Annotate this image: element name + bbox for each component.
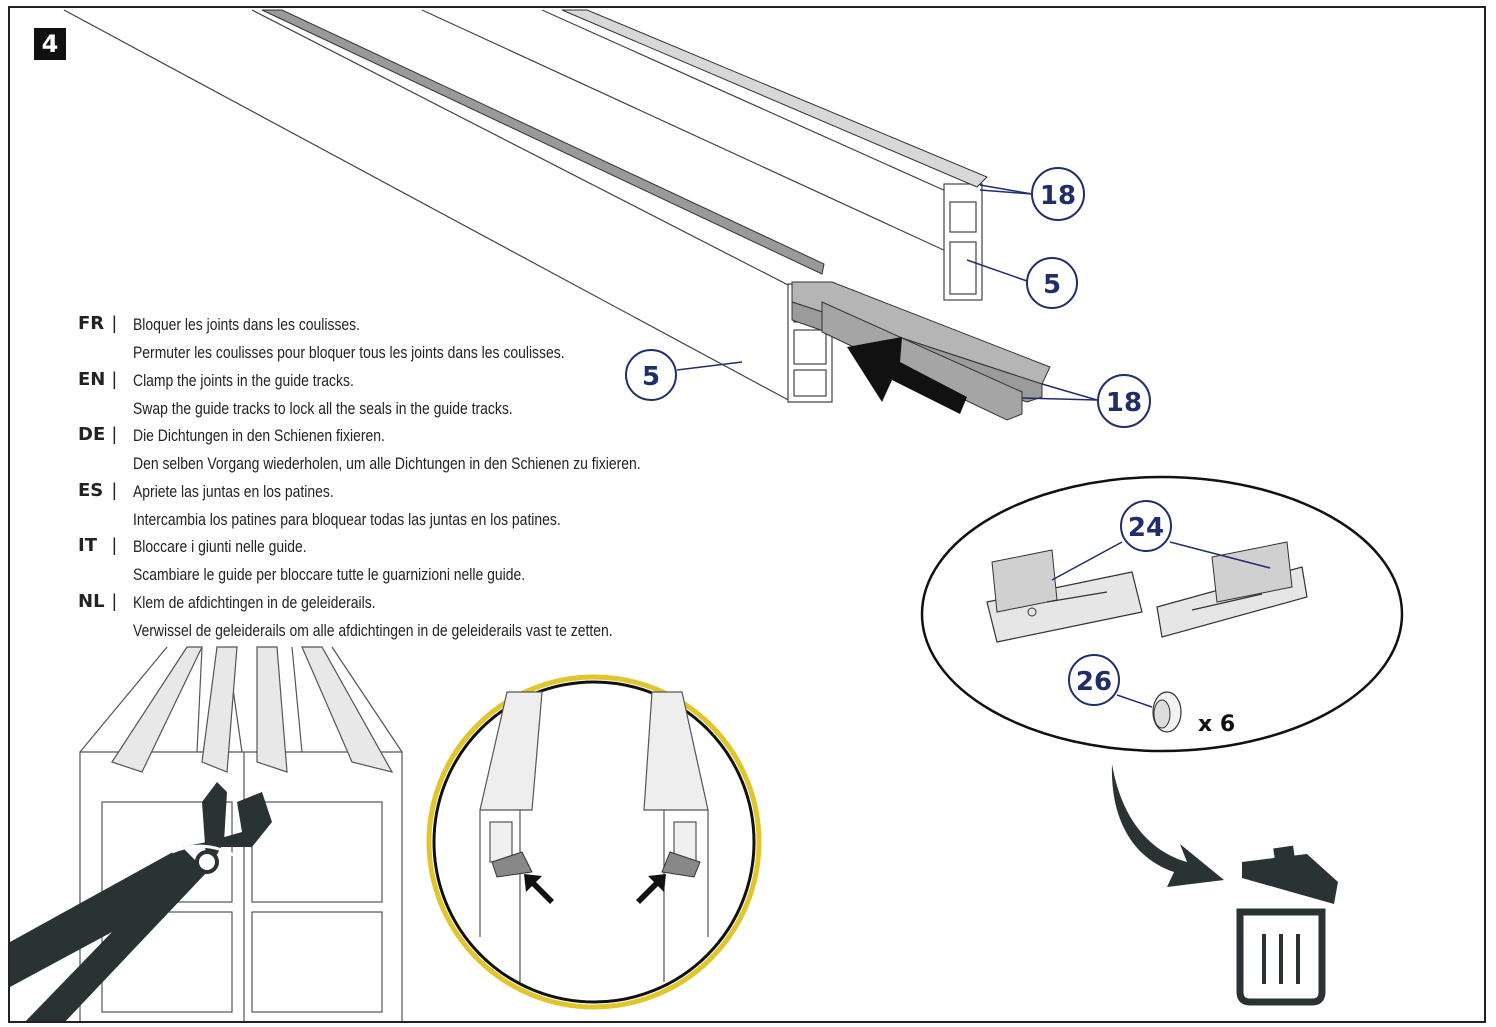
- instruction-line: Swap the guide tracks to lock all the se…: [133, 398, 513, 418]
- svg-text:5: 5: [642, 362, 660, 392]
- language-code: DE: [78, 424, 106, 445]
- callout-5-right: 5: [1026, 257, 1078, 309]
- trash-bin-icon: [1236, 845, 1338, 1006]
- instruction-line: Permuter les coulisses pour bloquer tous…: [133, 343, 565, 362]
- language-code: ES: [78, 479, 104, 501]
- separator: |: [112, 313, 117, 333]
- plug-part: [1152, 691, 1182, 733]
- language-code: EN: [78, 368, 106, 390]
- assembly-illustration: 18 5 5 18 24: [10, 9, 1404, 1021]
- discard-arrow-icon: [1111, 764, 1224, 887]
- instruction-line: Scambiare le guide per bloccare tutte le…: [133, 565, 526, 584]
- instruction-line: Clamp the joints in the guide tracks.: [133, 370, 354, 390]
- arrow-icon: [524, 874, 554, 904]
- end-cap-right: [1156, 541, 1308, 638]
- svg-text:18: 18: [1040, 181, 1076, 211]
- spare-parts-bubble: 24 26: [920, 475, 1404, 753]
- svg-text:26: 26: [1076, 667, 1112, 697]
- instruction-de: DE | Die Dichtungen in den Schienen fixi…: [78, 424, 778, 480]
- separator: |: [112, 590, 117, 611]
- push-arrow-icon: [847, 337, 967, 414]
- instruction-fr: FR | Bloquer les joints dans les couliss…: [78, 313, 778, 369]
- separator: |: [112, 479, 117, 500]
- instruction-it: IT | Bloccare i giunti nelle guide. Scam…: [78, 535, 778, 591]
- end-cap-left: [986, 549, 1143, 643]
- instructions-block: FR | Bloquer les joints dans les couliss…: [78, 313, 778, 646]
- guide-track-bottom: [791, 281, 1051, 421]
- instruction-line: Apriete las juntas en los patines.: [133, 481, 334, 501]
- instruction-line: Den selben Vorgang wiederholen, um alle …: [133, 454, 641, 473]
- callout-18-bottom: 18: [1097, 374, 1151, 428]
- callout-24: 24: [1120, 500, 1172, 552]
- language-code: IT: [78, 535, 97, 556]
- instruction-en: EN | Clamp the joints in the guide track…: [78, 369, 778, 425]
- separator: |: [112, 368, 117, 389]
- instruction-page: 18 5 5 18 24: [8, 6, 1486, 1023]
- callout-26: 26: [1068, 654, 1120, 706]
- language-code: FR: [78, 313, 105, 334]
- callout-5-left: 5: [625, 349, 677, 401]
- separator: |: [112, 424, 117, 444]
- pliers-icon: [10, 782, 272, 1021]
- plug-quantity-label: x 6: [1198, 712, 1236, 737]
- profile-right-body: [421, 9, 983, 301]
- svg-text:24: 24: [1128, 513, 1164, 543]
- instruction-line: Die Dichtungen in den Schienen fixieren.: [133, 426, 385, 445]
- svg-text:5: 5: [1043, 270, 1061, 300]
- instruction-line: Verwissel de geleiderails om alle afdich…: [133, 620, 613, 640]
- language-code: NL: [78, 590, 105, 612]
- guide-track-top: [261, 9, 988, 275]
- step-number-badge: 4: [34, 28, 66, 60]
- instruction-line: Klem de afdichtingen in de geleiderails.: [133, 592, 376, 612]
- separator: |: [112, 535, 117, 555]
- instruction-line: Bloccare i giunti nelle guide.: [133, 537, 307, 556]
- instruction-line: Bloquer les joints dans les coulisses.: [133, 315, 361, 334]
- instruction-line: Intercambia los patines para bloquear to…: [133, 509, 561, 529]
- svg-text:18: 18: [1106, 388, 1142, 418]
- callout-18-top: 18: [1031, 167, 1085, 221]
- instruction-es: ES | Apriete las juntas en los patines. …: [78, 480, 778, 536]
- instruction-nl: NL | Klem de afdichtingen in de geleider…: [78, 591, 778, 647]
- arrow-icon: [636, 874, 666, 904]
- magnifier-detail: [426, 674, 762, 1010]
